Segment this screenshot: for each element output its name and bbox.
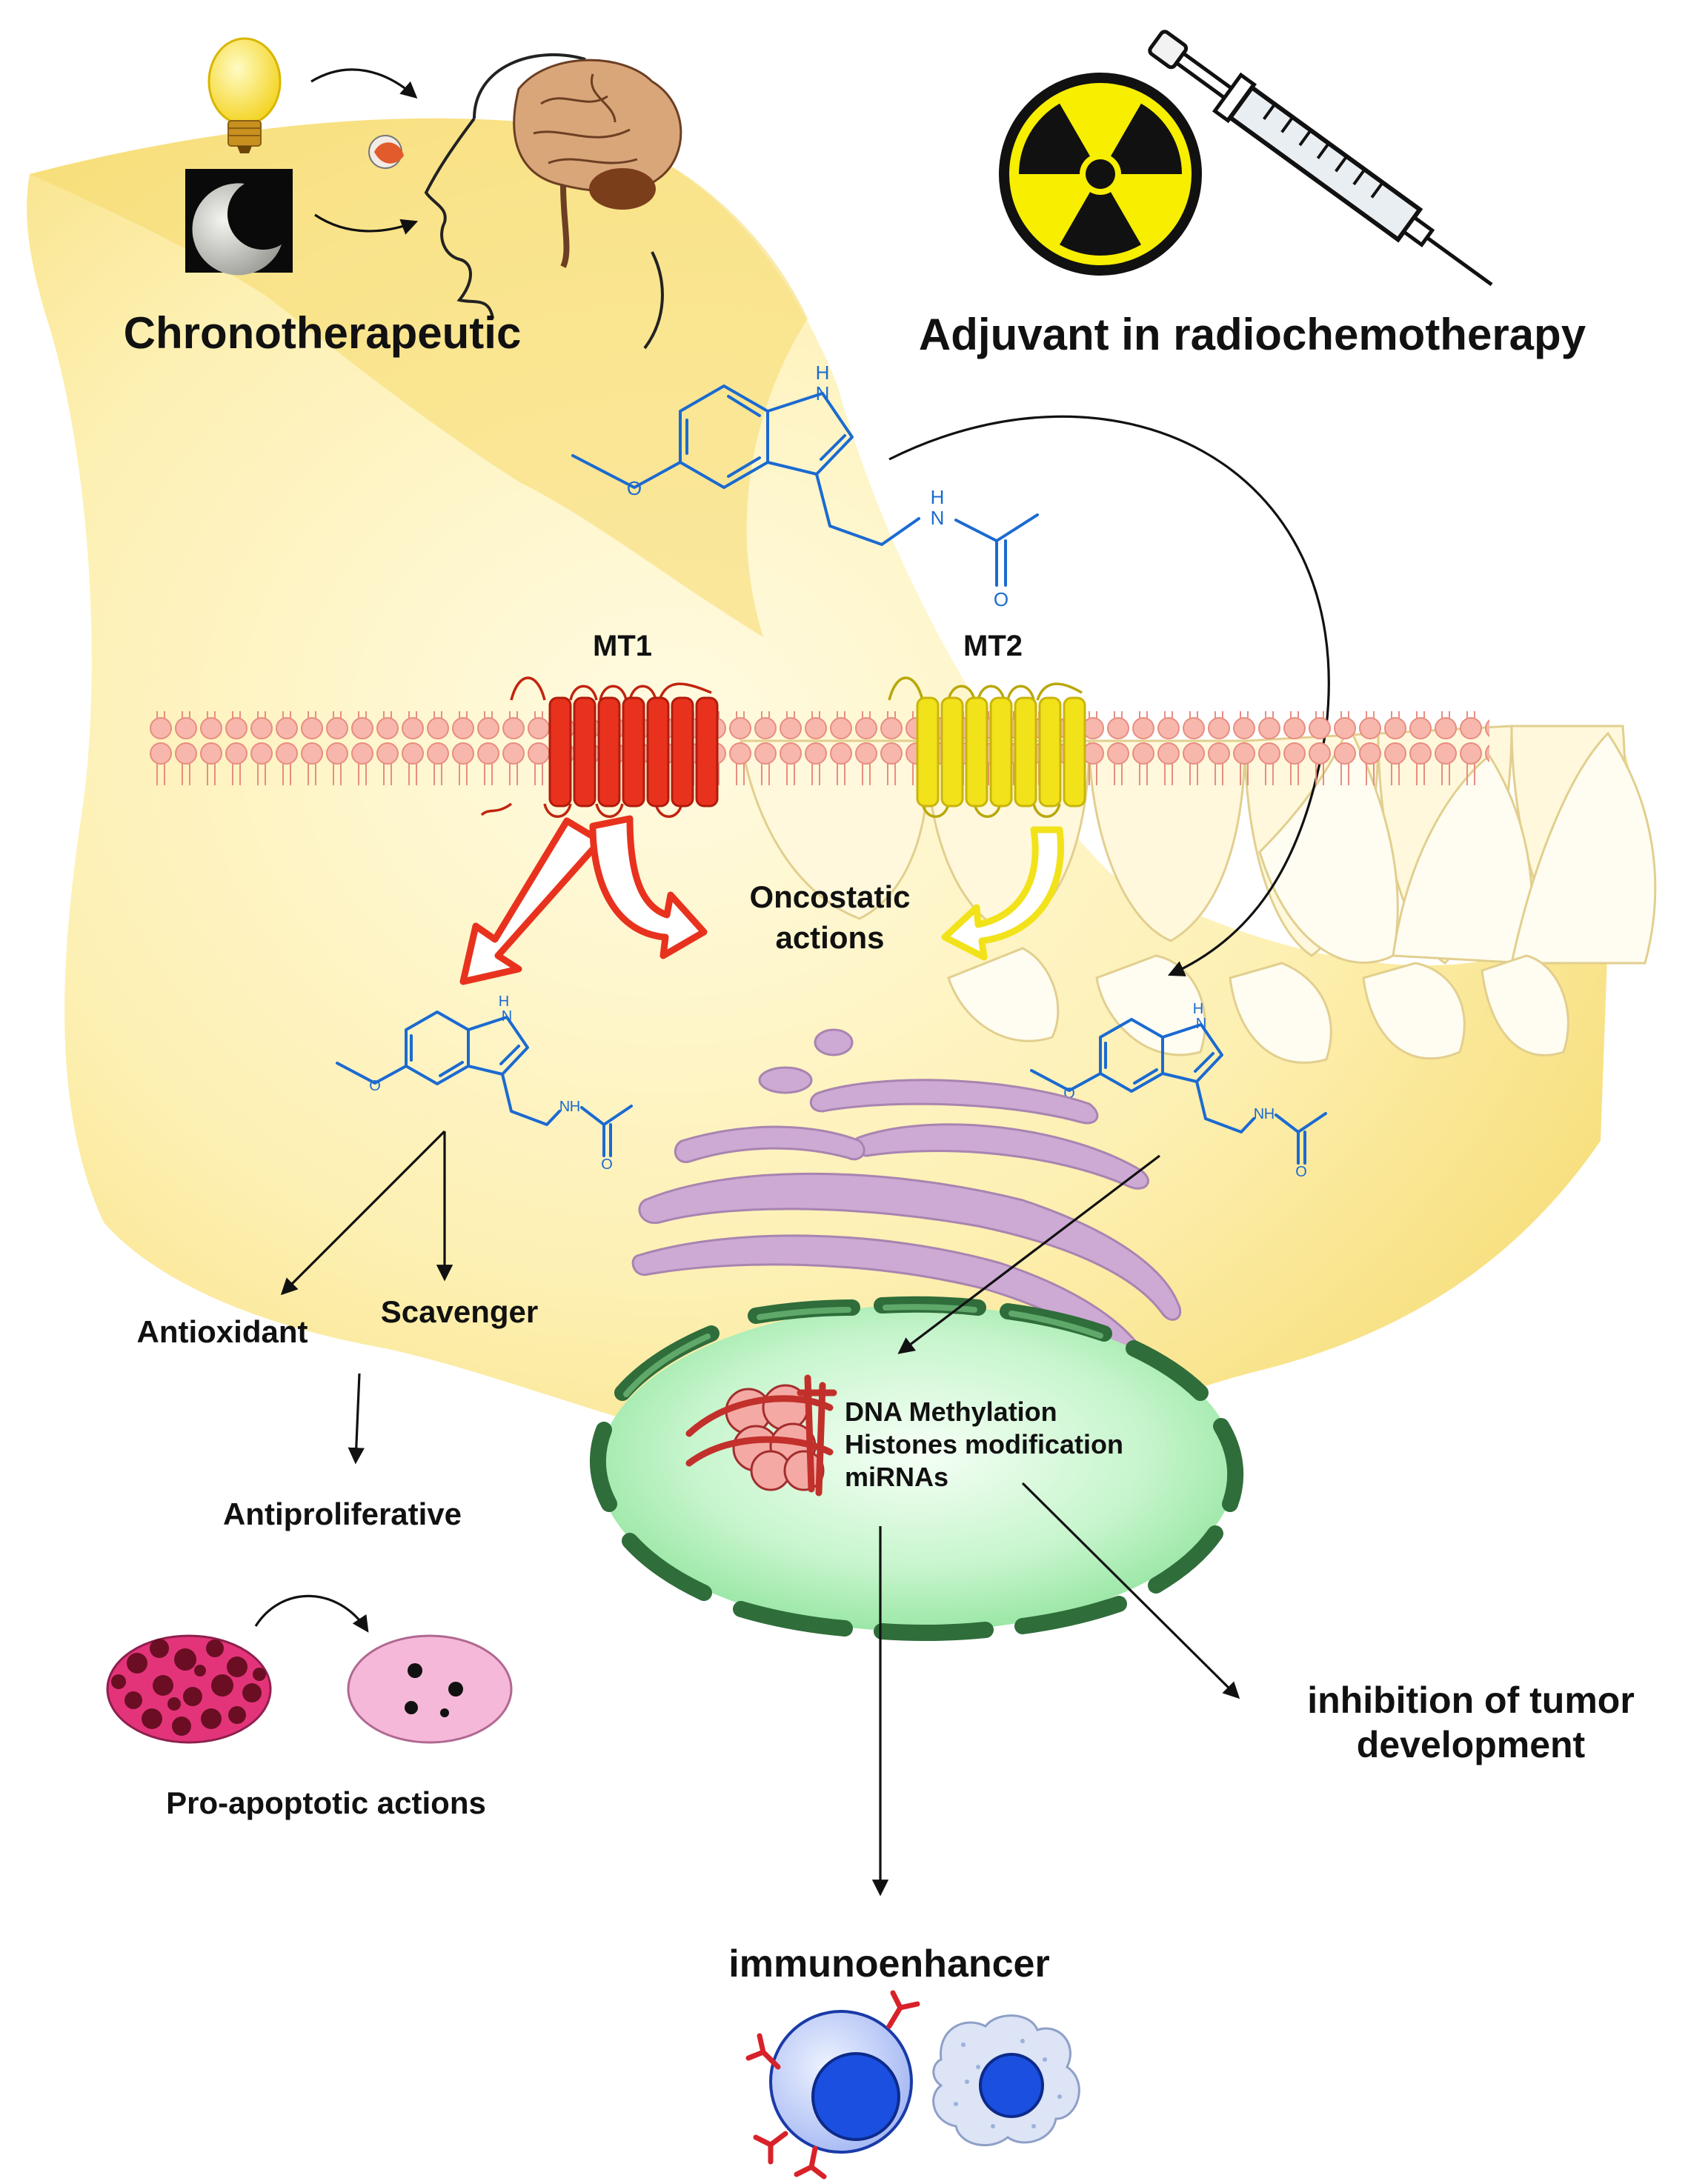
atom-o-top: O <box>627 477 642 499</box>
atom-h-top: H <box>816 362 830 384</box>
mt1-arrow-to-oncostatic <box>589 815 708 959</box>
pro-apoptotic-label: Pro-apoptotic actions <box>166 1785 486 1820</box>
inhibition-tumor-label-line1: inhibition of tumor <box>1307 1679 1635 1721</box>
immunoenhancer-label: immunoenhancer <box>728 1942 1049 1985</box>
mt2-arrow-to-oncostatic <box>941 826 1064 961</box>
atom-n-right: N <box>1196 1016 1206 1032</box>
atom-n-top: N <box>816 382 830 404</box>
melatonin-molecule-top: H N O H N O <box>571 362 1039 610</box>
mt1-label: MT1 <box>593 630 652 662</box>
atom-o-carbonyl-top: O <box>994 588 1008 610</box>
dna-methylation-label: DNA Methylation <box>845 1396 1057 1427</box>
mt2-receptor <box>888 676 1086 818</box>
atom-h-right: H <box>1193 1001 1203 1017</box>
atom-nh-right-n: N <box>1254 1106 1264 1122</box>
radiation-icon <box>999 73 1202 276</box>
arrow-to-antioxidant <box>280 1130 446 1296</box>
atom-h-left: H <box>499 993 509 1010</box>
light-arrow <box>310 68 418 99</box>
macrophage-cell-icon <box>932 2014 1080 2147</box>
atom-o-carbonyl-right: O <box>1295 1164 1307 1180</box>
dark-arrow <box>314 213 419 235</box>
atom-n-left: N <box>502 1008 512 1025</box>
oncostatic-label-line1: Oncostatic <box>749 879 910 914</box>
mt1-receptor <box>480 676 719 818</box>
atom-o-carbonyl-left: O <box>601 1156 613 1173</box>
mt1-arrow-down-left <box>459 817 604 985</box>
scavenger-label: Scavenger <box>381 1294 538 1329</box>
cell-membrane <box>148 711 1489 785</box>
oncostatic-label-line2: actions <box>775 920 884 955</box>
adjuvant-label: Adjuvant in radiochemotherapy <box>919 310 1586 359</box>
arrow-apoptosis-curve <box>254 1594 369 1633</box>
chronotherapeutic-label: Chronotherapeutic <box>124 308 522 358</box>
atom-nh-left-n: N <box>559 1099 570 1115</box>
dna-nucleosome-icon <box>685 1374 837 1496</box>
apoptotic-cell-icon <box>347 1634 513 1744</box>
antiproliferative-label: Antiproliferative <box>223 1496 462 1531</box>
immune-cell-icon <box>745 1990 920 2180</box>
mt2-label: MT2 <box>963 630 1023 662</box>
atom-nh-top-h: H <box>931 486 945 508</box>
syringe-icon <box>1148 30 1493 287</box>
arrow-to-tumor-inhibition <box>1021 1482 1240 1699</box>
head-brain-icon <box>368 53 682 350</box>
golgi-apparatus <box>631 1028 1182 1386</box>
light-bulb-icon <box>207 37 282 153</box>
proliferating-cell-icon <box>106 1634 272 1744</box>
mirnas-label: miRNAs <box>845 1462 948 1492</box>
melatonin-molecule-right: H N O N H O <box>1030 1001 1327 1180</box>
arrow-molecule-to-nucleus <box>897 1154 1160 1354</box>
histones-modification-label: Histones modification <box>845 1429 1123 1459</box>
nucleus <box>589 1296 1244 1642</box>
atom-nh-top-n: N <box>931 507 945 529</box>
inhibition-tumor-label-line2: development <box>1357 1724 1586 1765</box>
moon-icon <box>185 169 293 276</box>
melatonin-molecule-left: H N O N H O <box>336 993 633 1173</box>
atom-o-left: O <box>369 1078 381 1094</box>
atom-nh-left-h: H <box>570 1099 580 1115</box>
arrow-to-antiproliferative <box>348 1373 365 1465</box>
arc-arrow-to-cytoplasm <box>888 415 1330 976</box>
atom-nh-right-h: H <box>1264 1106 1275 1122</box>
antioxidant-label: Antioxidant <box>137 1314 308 1349</box>
